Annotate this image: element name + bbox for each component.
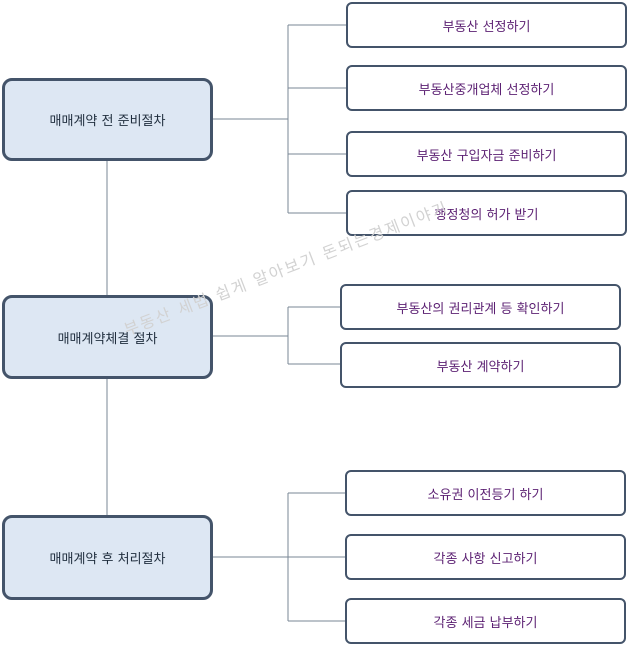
step-box: 각종 사항 신고하기	[345, 534, 626, 580]
step-label: 부동산 구입자금 준비하기	[416, 148, 557, 164]
step-box: 부동산 계약하기	[340, 342, 621, 388]
step-label: 부동산중개업체 선정하기	[418, 82, 555, 98]
stage-box-contract: 매매계약체결 절차	[2, 295, 213, 379]
step-box: 각종 세금 납부하기	[345, 598, 626, 644]
step-label: 소유권 이전등기 하기	[427, 487, 544, 503]
step-label: 부동산 계약하기	[436, 359, 525, 375]
step-box: 부동산 구입자금 준비하기	[346, 131, 627, 177]
step-box: 부동산 선정하기	[346, 2, 627, 48]
step-box: 부동산의 권리관계 등 확인하기	[340, 284, 621, 330]
step-box: 부동산중개업체 선정하기	[346, 65, 627, 111]
step-label: 각종 세금 납부하기	[433, 615, 538, 631]
step-box: 행정청의 허가 받기	[346, 190, 627, 236]
step-label: 부동산의 권리관계 등 확인하기	[396, 301, 565, 317]
stage-label: 매매계약체결 절차	[57, 331, 158, 347]
stage-label: 매매계약 전 준비절차	[49, 114, 166, 129]
step-label: 부동산 선정하기	[442, 19, 531, 35]
stage-label: 매매계약 후 처리절차	[49, 552, 166, 567]
stage-box-pre-contract: 매매계약 전 준비절차	[2, 78, 213, 161]
step-box: 소유권 이전등기 하기	[345, 470, 626, 516]
step-label: 행정청의 허가 받기	[434, 207, 539, 223]
step-label: 각종 사항 신고하기	[433, 551, 538, 567]
stage-box-post-contract: 매매계약 후 처리절차	[2, 515, 213, 600]
